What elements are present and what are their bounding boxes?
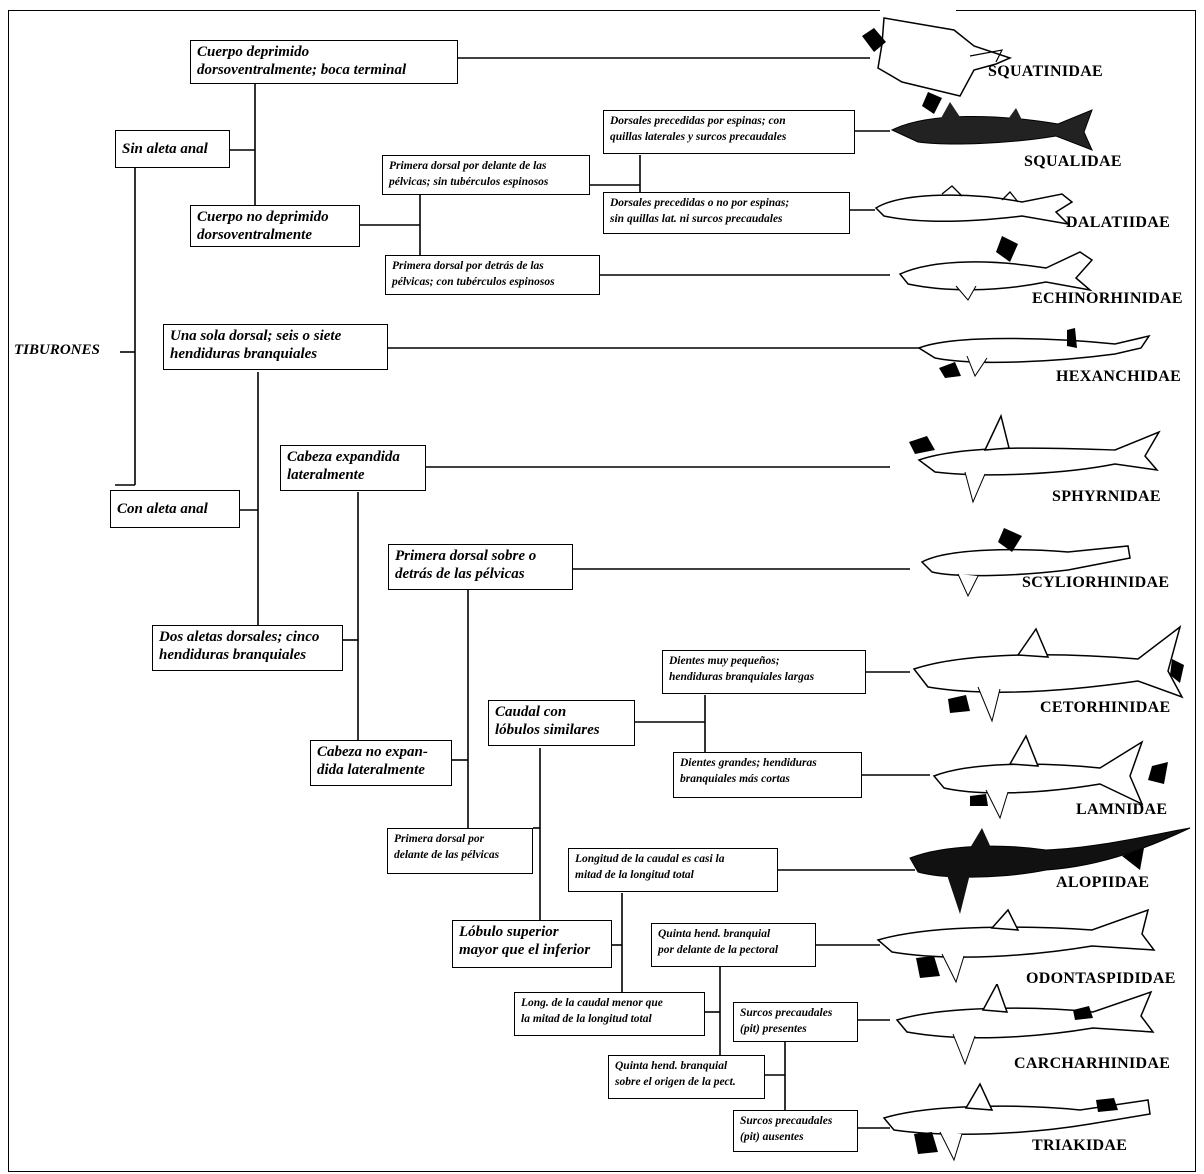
family-sphyrnidae: SPHYRNIDAE bbox=[1052, 488, 1161, 505]
family-squatinidae: SQUATINIDAE bbox=[988, 63, 1104, 80]
arrow-icon bbox=[1067, 328, 1077, 348]
family-cetorhinidae: CETORHINIDAE bbox=[1040, 699, 1171, 716]
family-carcharhinidae: CARCHARHINIDAE bbox=[1014, 1055, 1171, 1072]
family-hexanchidae: HEXANCHIDAE bbox=[1056, 368, 1182, 385]
node-primera-dorsal-detras: Primera dorsal por detrás de las pélvica… bbox=[385, 255, 600, 295]
node-una-sola-dorsal: Una sola dorsal; seis o siete hendiduras… bbox=[163, 324, 388, 370]
hexanchidae-illustration bbox=[917, 328, 1151, 378]
node-cuerpo-deprimido: Cuerpo deprimido dorsoventralmente; boca… bbox=[190, 40, 458, 84]
arrow-icon bbox=[948, 695, 970, 713]
sphyrnidae-illustration bbox=[909, 413, 1161, 504]
family-echinorhinidae: ECHINORHINIDAE bbox=[1032, 290, 1183, 307]
node-cabeza-no-expandida: Cabeza no expan- dida lateralmente bbox=[310, 740, 452, 786]
node-con-aleta-anal: Con aleta anal bbox=[110, 490, 240, 528]
alopiidae-illustration bbox=[909, 827, 1191, 914]
node-dientes-grandes: Dientes grandes; hendiduras branquiales … bbox=[673, 752, 862, 798]
squatinidae-illustration bbox=[862, 17, 1013, 97]
node-caudal-lobulos-similares: Caudal con lóbulos similares bbox=[488, 700, 635, 746]
node-surcos-presentes: Surcos precaudales (pit) presentes bbox=[733, 1002, 858, 1042]
squalidae-illustration bbox=[890, 92, 1093, 151]
arrow-icon bbox=[1096, 1098, 1118, 1112]
node-lobulo-superior-mayor: Lóbulo superior mayor que el inferior bbox=[452, 920, 612, 968]
arrow-icon bbox=[914, 1132, 938, 1154]
dalatiidae-illustration bbox=[874, 185, 1074, 226]
root-label: TIBURONES bbox=[14, 342, 100, 358]
node-dos-aletas-dorsales: Dos aletas dorsales; cinco hendiduras br… bbox=[152, 625, 343, 671]
family-alopiidae: ALOPIIDAE bbox=[1056, 874, 1150, 891]
node-primera-dorsal-delante-pelvicas: Primera dorsal por delante de las pélvic… bbox=[387, 828, 533, 874]
node-dorsales-no-espinas: Dorsales precedidas o no por espinas; si… bbox=[603, 192, 850, 234]
scyliorhinidae-illustration bbox=[920, 528, 1131, 598]
node-longitud-caudal-mitad: Longitud de la caudal es casi la mitad d… bbox=[568, 848, 778, 892]
node-dorsales-espinas: Dorsales precedidas por espinas; con qui… bbox=[603, 110, 855, 154]
family-dalatiidae: DALATIIDAE bbox=[1066, 214, 1171, 231]
node-primera-dorsal-sobre: Primera dorsal sobre o detrás de las pél… bbox=[388, 544, 573, 590]
arrow-icon bbox=[922, 92, 942, 114]
node-long-caudal-menor: Long. de la caudal menor que la mitad de… bbox=[514, 992, 705, 1036]
arrow-icon bbox=[998, 528, 1022, 552]
family-lamnidae: LAMNIDAE bbox=[1076, 801, 1168, 818]
node-surcos-ausentes: Surcos precaudales (pit) ausentes bbox=[733, 1110, 858, 1152]
node-cabeza-expandida: Cabeza expandida lateralmente bbox=[280, 445, 426, 491]
node-sin-aleta-anal: Sin aleta anal bbox=[115, 130, 230, 168]
diagram-frame bbox=[8, 10, 1196, 1172]
triakidae-illustration bbox=[882, 1082, 1151, 1162]
node-dientes-pequenos: Dientes muy pequeños; hendiduras branqui… bbox=[662, 650, 866, 694]
arrow-icon bbox=[916, 956, 940, 978]
family-odontaspididae: ODONTASPIDIDAE bbox=[1026, 970, 1176, 987]
echinorhinidae-illustration bbox=[898, 236, 1094, 301]
family-squalidae: SQUALIDAE bbox=[1024, 153, 1122, 170]
arrow-icon bbox=[939, 362, 961, 378]
family-triakidae: TRIAKIDAE bbox=[1032, 1137, 1128, 1154]
node-primera-dorsal-delante: Primera dorsal por delante de las pélvic… bbox=[382, 155, 590, 195]
node-quinta-hend-sobre: Quinta hend. branquial sobre el origen d… bbox=[608, 1055, 765, 1099]
arrow-icon bbox=[1073, 1006, 1093, 1020]
odontaspididae-illustration bbox=[876, 908, 1156, 984]
arrow-icon bbox=[996, 236, 1018, 262]
lamnidae-illustration bbox=[932, 734, 1168, 820]
arrow-icon bbox=[909, 436, 935, 454]
node-quinta-hend-delante: Quinta hend. branquial por delante de la… bbox=[651, 923, 816, 967]
arrow-icon bbox=[1148, 762, 1168, 784]
cetorhinidae-illustration bbox=[912, 625, 1184, 723]
node-cuerpo-no-deprimido: Cuerpo no deprimido dorsoventralmente bbox=[190, 205, 360, 247]
arrow-icon bbox=[970, 794, 988, 806]
arrow-icon bbox=[862, 28, 886, 52]
arrow-icon bbox=[1170, 659, 1184, 683]
frame-gap bbox=[880, 4, 956, 14]
carcharhinidae-illustration bbox=[895, 984, 1155, 1066]
arrow-icon bbox=[1122, 848, 1144, 870]
family-scyliorhinidae: SCYLIORHINIDAE bbox=[1022, 574, 1170, 591]
